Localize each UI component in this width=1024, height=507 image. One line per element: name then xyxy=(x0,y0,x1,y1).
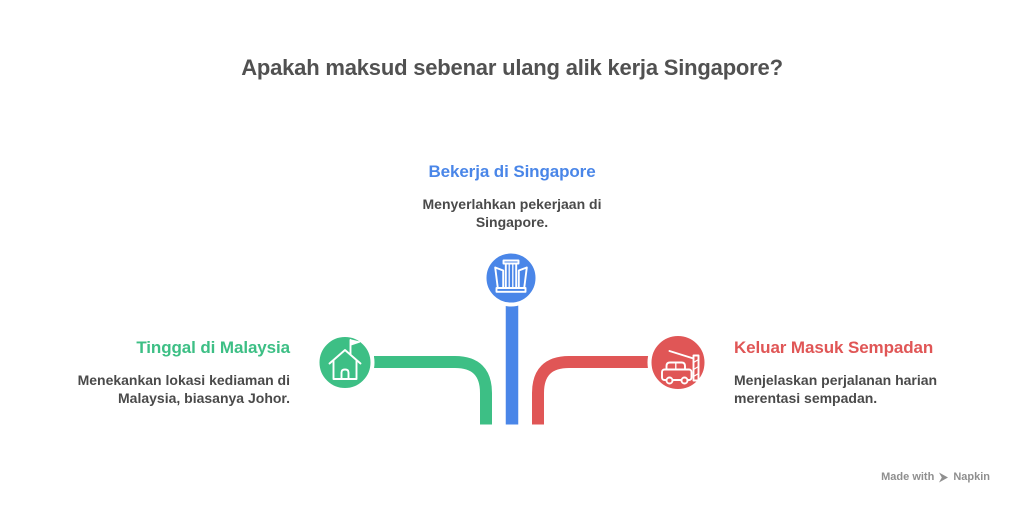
watermark-prefix: Made with xyxy=(881,471,935,483)
work-node-circle xyxy=(482,249,540,307)
connectors xyxy=(374,296,650,425)
house-flag-icon xyxy=(328,339,362,380)
node-work-heading: Bekerja di Singapore xyxy=(428,162,596,181)
napkin-logo-icon xyxy=(939,472,949,482)
node-border-desc-line2: merentasi sempadan. xyxy=(734,390,878,406)
node-border-description: Menjelaskan perjalanan harian merentasi … xyxy=(734,371,984,407)
node-live-desc-line2: Malaysia, biasanya Johor. xyxy=(118,390,290,406)
page-title: Apakah maksud sebenar ulang alik kerja S… xyxy=(241,55,783,80)
node-work-desc-line1: Menyerlahkan pekerjaan di xyxy=(422,196,602,212)
node-live-heading: Tinggal di Malaysia xyxy=(136,338,290,357)
node-border-heading: Keluar Masuk Sempadan xyxy=(734,338,934,357)
watermark: Made with Napkin xyxy=(881,471,990,483)
watermark-brand: Napkin xyxy=(953,471,990,483)
live-node-circle xyxy=(315,333,375,392)
node-live-text: Tinggal di Malaysia Menekankan lokasi ke… xyxy=(50,338,291,407)
node-border-desc-line1: Menjelaskan perjalanan harian xyxy=(734,372,938,388)
node-work-text: Bekerja di Singapore Menyerlahkan pekerj… xyxy=(402,162,622,231)
node-border-text: Keluar Masuk Sempadan Menjelaskan perjal… xyxy=(734,338,984,407)
node-live-description: Menekankan lokasi kediaman di Malaysia, … xyxy=(50,371,290,407)
node-work-desc-line2: Singapore. xyxy=(475,214,549,230)
node-work-description: Menyerlahkan pekerjaan di Singapore. xyxy=(402,195,622,231)
connector-live-outline xyxy=(374,353,495,426)
node-live-desc-line1: Menekankan lokasi kediaman di xyxy=(77,372,290,388)
car-border-gate-icon xyxy=(661,350,700,385)
connector-live-line xyxy=(374,356,492,425)
connector-border-outline xyxy=(529,353,650,426)
city-buildings-icon xyxy=(494,259,528,293)
connector-border-line xyxy=(532,356,650,425)
